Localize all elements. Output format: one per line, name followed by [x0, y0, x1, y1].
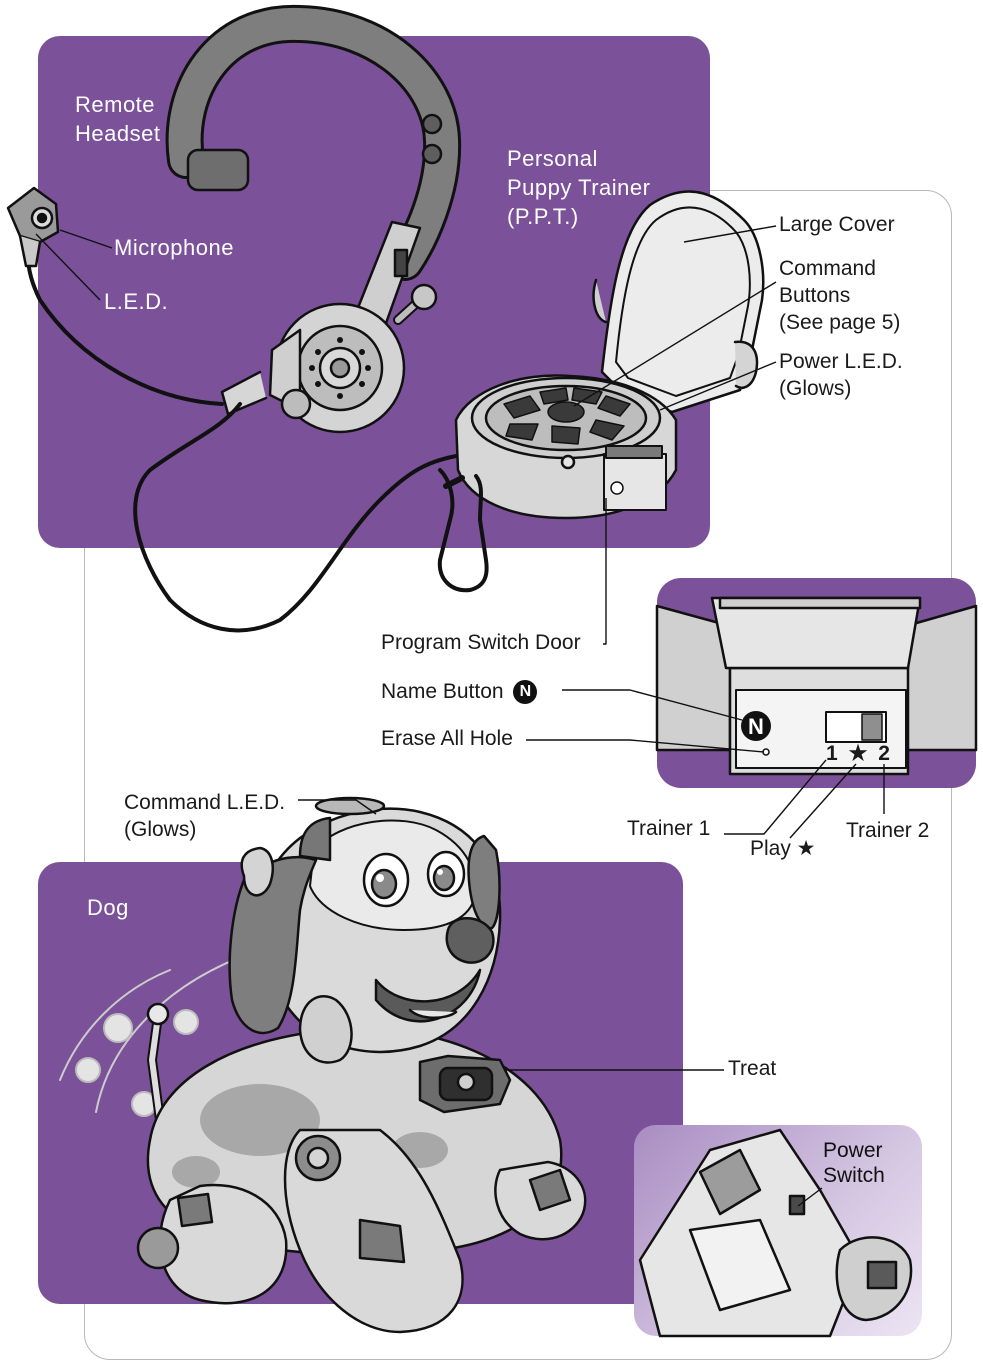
label-large-cover: Large Cover: [779, 213, 895, 236]
label-treat: Treat: [728, 1057, 777, 1080]
label-command-buttons: Command Buttons (See page 5): [779, 257, 901, 334]
name-button-text: Name Button: [381, 680, 504, 703]
label-name-button: Name Button N: [381, 678, 538, 705]
label-play: Play ★: [750, 837, 816, 860]
headset-illustration: [26, 4, 464, 633]
svg-text:N: N: [748, 714, 764, 739]
label-program-switch-door: Program Switch Door: [381, 631, 581, 654]
switch-label-2: 2: [878, 742, 890, 765]
switch-door-illustration: N: [655, 596, 978, 776]
label-trainer-1: Trainer 1: [627, 817, 711, 840]
switch-label-1: 1: [826, 742, 838, 765]
microphone-illustration: [6, 186, 60, 268]
label-power-led: Power L.E.D. (Glows): [779, 350, 903, 400]
dog-illustration: [59, 796, 587, 1334]
switch-position-labels: 1 ★ 2: [826, 742, 890, 766]
label-trainer-2: Trainer 2: [846, 819, 930, 842]
switch-label-star: ★: [848, 742, 868, 765]
label-microphone: Microphone: [114, 235, 234, 260]
label-remote-headset: Remote Headset: [75, 92, 161, 146]
label-command-led: Command L.E.D. (Glows): [124, 791, 286, 841]
power-switch-illustration: [638, 1128, 913, 1338]
label-power-switch: Power Switch: [823, 1139, 885, 1187]
label-dog: Dog: [87, 895, 129, 920]
ppt-illustration: [437, 190, 765, 593]
name-button-badge-icon: N: [513, 680, 538, 705]
leader-lines: [35, 225, 885, 1207]
label-erase-all-hole: Erase All Hole: [381, 727, 513, 750]
label-led: L.E.D.: [104, 289, 169, 314]
label-ppt-title: Personal Puppy Trainer (P.P.T.): [507, 146, 651, 229]
